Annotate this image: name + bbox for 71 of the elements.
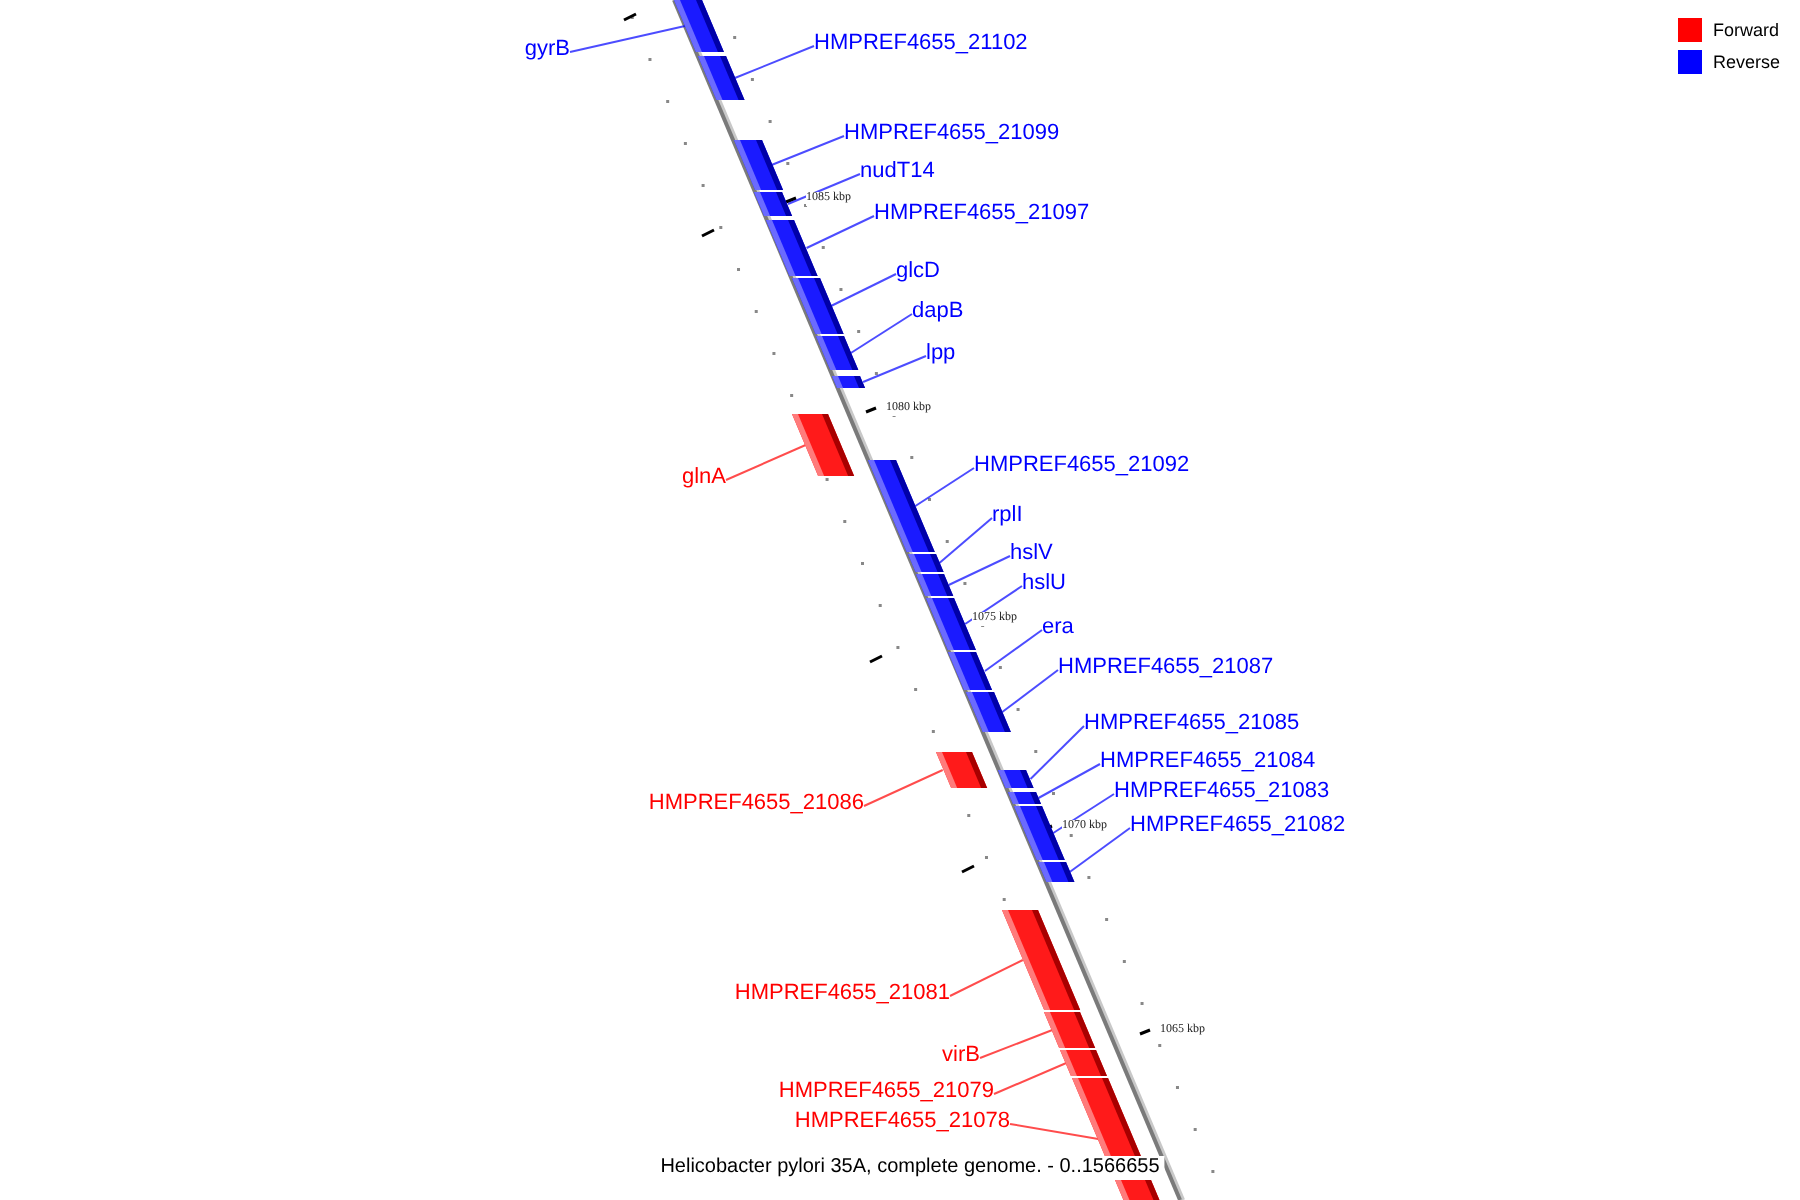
- gene-block: [1037, 862, 1074, 882]
- leader-line: [1029, 725, 1085, 780]
- leader-line: [983, 629, 1043, 672]
- gene-block: [697, 56, 745, 100]
- gene-block: [1001, 910, 1080, 1010]
- leader-line: [733, 45, 815, 79]
- gene-label: HMPREF4655_21102: [814, 31, 1028, 57]
- leader-line: [725, 444, 807, 481]
- gene-label: lpp: [926, 341, 956, 367]
- gene-block: [867, 460, 935, 552]
- leader-line: [787, 173, 861, 205]
- legend-label: Reverse: [1712, 52, 1780, 72]
- gene-block: [832, 376, 866, 388]
- leader-line: [1052, 793, 1115, 834]
- gene-block: [965, 692, 1011, 732]
- leader-line: [1037, 763, 1101, 799]
- gene-block: [754, 192, 794, 216]
- gene-label: dapB: [912, 299, 964, 325]
- gene-block: [815, 336, 858, 370]
- leader-line: [569, 25, 686, 53]
- gene-label: nudT14: [860, 159, 935, 185]
- gene-label: hslV: [1010, 541, 1053, 567]
- gene-label: hslU: [1022, 571, 1067, 597]
- gene-block: [935, 752, 987, 788]
- gene-label: virB: [942, 1043, 980, 1069]
- leader-line: [993, 1062, 1068, 1095]
- gene-label: HMPREF4655_21079: [778, 1079, 994, 1105]
- leader-line: [849, 313, 913, 354]
- gene-block: [998, 770, 1035, 788]
- gene-label: HMPREF4655_21081: [734, 981, 950, 1007]
- leader-line: [863, 769, 944, 807]
- gene-label: rplI: [992, 503, 1023, 529]
- gene-label: glcD: [896, 259, 941, 285]
- gene-label: era: [1042, 615, 1074, 641]
- gene-block: [1044, 1012, 1096, 1048]
- leader-line: [947, 555, 1011, 586]
- leader-line: [830, 273, 897, 307]
- gene-label: HMPREF4655_21082: [1130, 813, 1346, 839]
- gene-label: gyrB: [524, 37, 570, 63]
- gene-label: HMPREF4655_21099: [844, 121, 1060, 147]
- leader-line: [979, 1029, 1054, 1059]
- leader-line: [1001, 669, 1059, 713]
- leader-line: [914, 467, 975, 507]
- caption: Helicobacter pylori 35A, complete genome. - 0..1566655: [656, 1156, 1164, 1180]
- gene-block: [1060, 1050, 1108, 1076]
- leader-line: [949, 959, 1024, 997]
- leader-line: [1068, 827, 1131, 873]
- gene-block: [948, 652, 993, 690]
- gene-block: [907, 554, 944, 572]
- gene-block: [674, 0, 724, 52]
- leader-line: [770, 135, 845, 166]
- gene-label: HMPREF4655_21083: [1114, 779, 1330, 805]
- leader-line: [938, 517, 993, 564]
- gene-block: [916, 574, 954, 596]
- gene-label: HMPREF4655_21084: [1100, 749, 1316, 775]
- legend-label: Forward: [1712, 20, 1779, 40]
- gene-label: HMPREF4655_21087: [1058, 655, 1274, 681]
- gene-label: HMPREF4655_21092: [974, 453, 1190, 479]
- leader-line: [862, 355, 927, 383]
- gene-block: [791, 278, 843, 334]
- gene-block: [1007, 792, 1041, 804]
- gene-label: HMPREF4655_21085: [1084, 711, 1300, 737]
- gene-label: HMPREF4655_21097: [874, 201, 1090, 227]
- gene-label: HMPREF4655_21086: [648, 791, 864, 817]
- leader-line: [964, 585, 1023, 625]
- gene-block: [766, 220, 819, 276]
- gene-label: HMPREF4655_21078: [794, 1109, 1010, 1135]
- leader-line: [805, 215, 875, 249]
- gene-block: [792, 414, 855, 476]
- gene-label: glnA: [681, 465, 726, 491]
- leader-line: [1009, 1123, 1100, 1140]
